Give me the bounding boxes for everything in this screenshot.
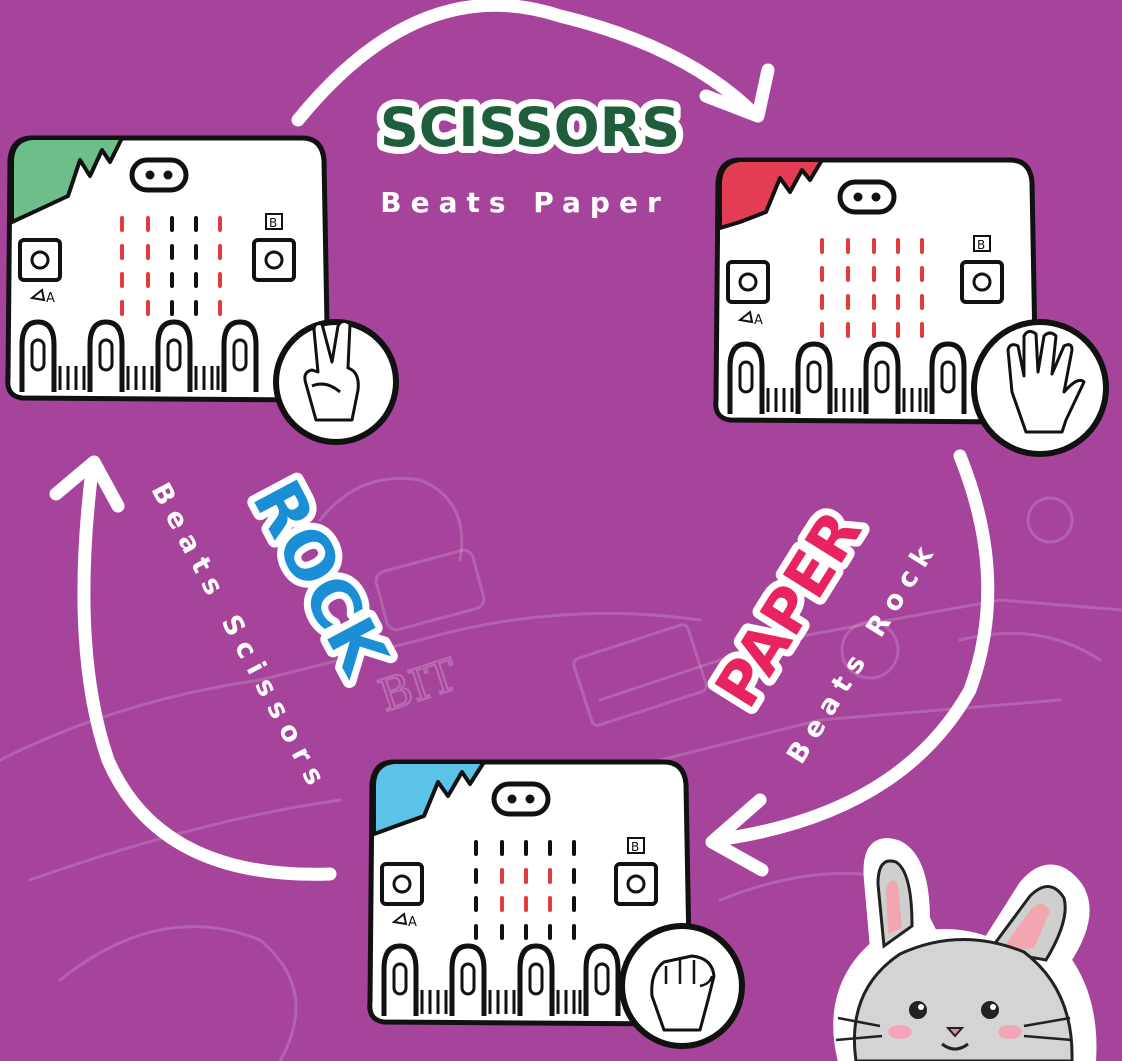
fist-icon (622, 926, 742, 1046)
scissors-label: SCISSORS (380, 96, 680, 159)
scissors-beats-label: Beats Paper (380, 186, 670, 219)
open-hand-icon (974, 322, 1106, 454)
peace-hand-icon (276, 321, 396, 442)
